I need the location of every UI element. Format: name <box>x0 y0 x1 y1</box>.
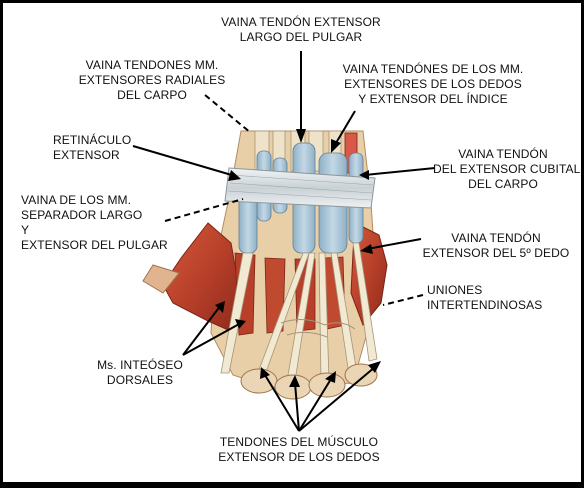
diagram-frame: VAINA TENDÓN EXTENSOR LARGO DEL PULGAR V… <box>3 3 581 482</box>
leader-lines <box>132 51 436 432</box>
intertendinous-connections <box>280 319 356 338</box>
label-vaina-quinto: VAINA TENDÓN EXTENSOR DEL 5º DEDO <box>422 231 570 260</box>
label-vaina-separador: VAINA DE LOS MM. SEPARADOR LARGO Y EXTEN… <box>21 193 168 252</box>
label-tendones-extensor: TENDONES DEL MÚSCULO EXTENSOR DE LOS DED… <box>218 435 380 464</box>
label-retinaculo: RETINÁCULO EXTENSOR <box>53 133 132 162</box>
retinaculum-fibers <box>227 174 374 201</box>
label-vaina-radiales: VAINA TENDONES MM. EXTENSORES RADIALES D… <box>78 58 226 102</box>
label-interoseos: Ms. INTEÓSEO DORSALES <box>97 358 183 387</box>
label-vaina-extensor-largo-pulgar: VAINA TENDÓN EXTENSOR LARGO DEL PULGAR <box>221 15 381 44</box>
label-vaina-extensores-dedos: VAINA TENDÓNES DE LOS MM. EXTENSORES DE … <box>342 62 524 106</box>
hand-illustration <box>132 51 436 432</box>
label-vaina-cubital: VAINA TENDÓN DEL EXTENSOR CUBITAL DEL CA… <box>433 147 581 191</box>
label-uniones: UNIONES INTERTENDINOSAS <box>427 283 543 312</box>
